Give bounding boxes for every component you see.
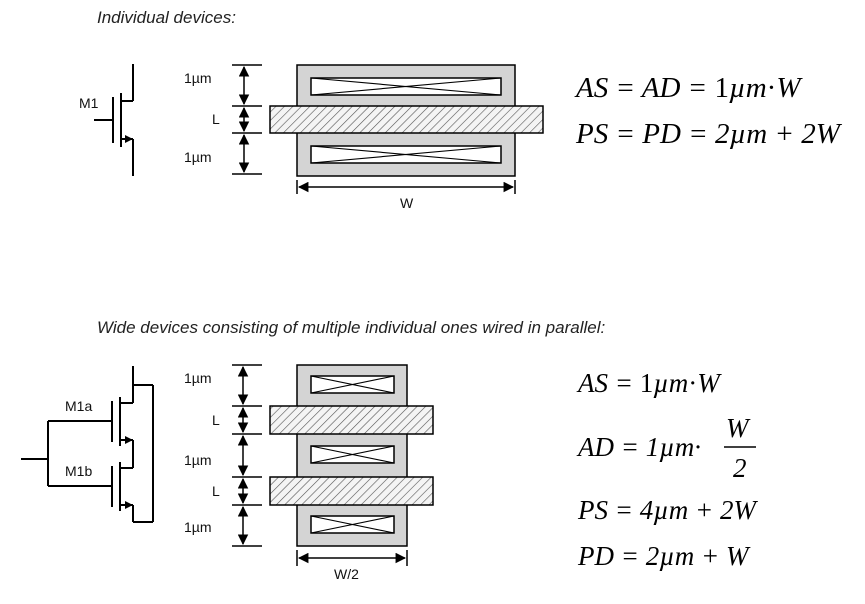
bottom-equation-ps: PS = 4µm + 2W — [577, 495, 759, 525]
bottom-equation-as: AS = 1µm·W — [576, 368, 722, 398]
top-dim-lower: 1µm — [184, 149, 212, 165]
top-equation-perimeter: PS = PD = 2µm + 2W — [575, 118, 843, 150]
top-dim-middle: L — [212, 111, 220, 127]
bottom-width-dimension — [296, 550, 408, 566]
bottom-vertical-dimensions — [232, 364, 262, 547]
bottom-dim-4: L — [212, 483, 220, 499]
transistor-m1-symbol — [94, 64, 134, 176]
bottom-equation-ad: AD = 1µm· W 2 — [576, 413, 756, 483]
bottom-dim-width: W/2 — [334, 566, 359, 582]
bottom-dim-3: 1µm — [184, 452, 212, 468]
top-dim-upper: 1µm — [184, 70, 212, 86]
transistor-label-m1: M1 — [79, 95, 99, 111]
top-width-dimension — [296, 180, 516, 194]
bottom-dim-2: L — [212, 412, 220, 428]
bottom-dim-1: 1µm — [184, 370, 212, 386]
bottom-caption: Wide devices consisting of multiple indi… — [97, 318, 605, 337]
transistor-label-m1b: M1b — [65, 463, 92, 479]
svg-text:AD = 1µm·: AD = 1µm· — [576, 432, 701, 462]
top-layout — [269, 64, 544, 177]
parallel-transistors-symbol — [21, 366, 154, 523]
transistor-label-m1a: M1a — [65, 398, 92, 414]
top-equation-area: AS = AD = 1µm·W — [574, 72, 803, 104]
bottom-layout — [269, 364, 434, 547]
bottom-dim-5: 1µm — [184, 519, 212, 535]
ad-numerator: W — [726, 413, 751, 443]
top-vertical-dimensions — [232, 64, 262, 175]
ad-denominator: 2 — [733, 453, 747, 483]
top-dim-width: W — [400, 195, 414, 211]
top-caption: Individual devices: — [97, 8, 236, 27]
bottom-equation-pd: PD = 2µm + W — [577, 541, 751, 571]
